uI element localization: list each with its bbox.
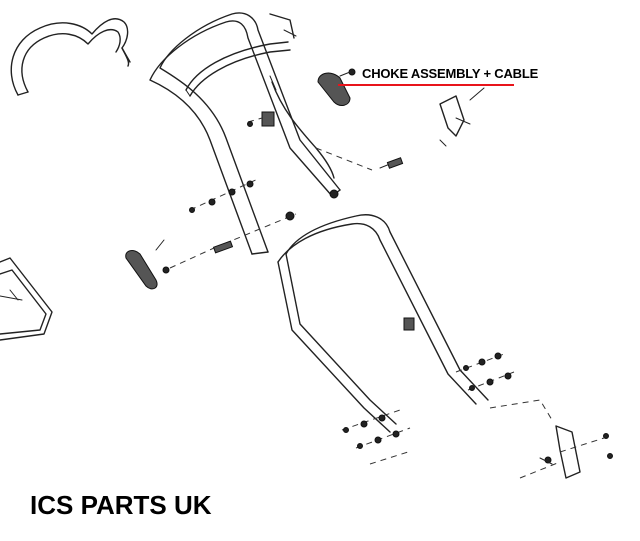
lower-handle-frame [277, 214, 489, 433]
throttle-lever [439, 87, 485, 147]
choke-cable [269, 75, 404, 199]
lower-right-hardware [455, 352, 515, 391]
upper-handle-frame [149, 12, 341, 255]
choke-lever [317, 68, 356, 106]
brand-watermark: ICS PARTS UK [30, 490, 212, 520]
callout-label: CHOKE ASSEMBLY + CABLE [362, 66, 539, 81]
upper-loop-handle [10, 18, 131, 96]
callout-underline [338, 84, 514, 86]
mounting-bracket [489, 399, 613, 479]
cable-clip [247, 111, 275, 127]
lower-left-hardware [341, 409, 411, 465]
mower-deck-edge [0, 257, 53, 341]
upper-hardware-rows [189, 177, 297, 254]
lower-left-lever [125, 239, 215, 290]
